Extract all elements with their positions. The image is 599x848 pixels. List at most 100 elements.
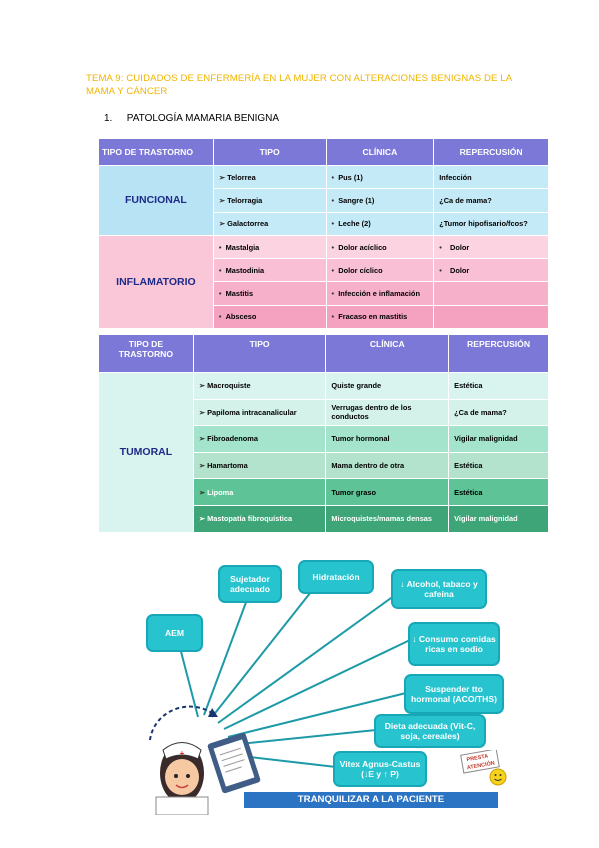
- bullet-icon: •: [218, 289, 226, 299]
- header-repercusion: REPERCUSIÓN: [433, 138, 549, 166]
- header-repercusion: REPERCUSIÓN: [448, 334, 549, 373]
- section-title: PATOLOGÍA MAMARIA BENIGNA: [126, 113, 280, 124]
- header-clinica: CLÍNICA: [325, 138, 435, 166]
- care-recommendations-lines: +: [149, 582, 411, 815]
- table-row: FUNCIONAL ➢ Telorrea • Pus (1) Infección: [98, 164, 549, 236]
- header-tipo: TIPO: [212, 138, 327, 166]
- connector-line: [217, 592, 399, 724]
- bullet-icon: •: [218, 265, 226, 275]
- header-tipo-trastorno: TIPO DE TRASTORNO: [98, 334, 194, 373]
- arrow-icon: ➢: [198, 381, 208, 391]
- cell-repercusion: Estética: [448, 451, 549, 480]
- header-tipo-trastorno: TIPO DE TRASTORNO: [98, 138, 214, 166]
- cell-clinica: Mama dentro de otra: [325, 451, 450, 480]
- document-title: TEMA 9: CUIDADOS DE ENFERMERÍA EN LA MUJ…: [86, 73, 512, 97]
- header-clinica: CLÍNICA: [325, 334, 450, 373]
- cell-tipo: ➢ Papiloma intracanalicular: [192, 398, 327, 427]
- cell-repercusion: Vigilar malignidad: [448, 425, 549, 453]
- bullet-icon: •: [331, 242, 339, 252]
- cell-tipo: ➢ Telorrea: [212, 164, 327, 190]
- bullet-icon: •: [439, 265, 451, 275]
- section-number: 1.: [104, 113, 113, 124]
- cell-repercusion: Infección: [433, 164, 549, 190]
- cell-repercusion: • Dolor: [433, 258, 549, 283]
- cell-tipo: ➢ Fibroadenoma: [192, 425, 327, 453]
- cap-cross-icon: +: [180, 749, 185, 758]
- nurse-uniform: [155, 796, 209, 815]
- hidratacion-box: Hidratación: [298, 560, 374, 594]
- nurse-eye: [186, 774, 190, 778]
- connector-line: [211, 582, 319, 718]
- nurse-smile: [175, 784, 189, 789]
- connector-line: [203, 596, 249, 716]
- bullet-icon: •: [439, 242, 451, 252]
- cell-repercusion: [433, 304, 549, 330]
- aem-box: AEM: [146, 614, 203, 652]
- arrow-icon: ➢: [198, 461, 208, 471]
- cell-clinica: Tumor graso: [325, 478, 450, 506]
- table-row: INFLAMATORIO • Mastalgia • Dolor acíclic…: [98, 234, 549, 330]
- benign-pathology-table-2: TIPO DE TRASTORNO TIPO CLÍNICA REPERCUSI…: [98, 334, 549, 533]
- cell-tipo: • Mastitis: [212, 281, 327, 306]
- cell-clinica: Tumor hormonal: [325, 425, 450, 453]
- cell-tipo: ➢ Galactorrea: [212, 211, 327, 236]
- arrow-icon: ➢: [198, 407, 208, 417]
- smiley-icon: [489, 768, 507, 786]
- cell-clinica: • Sangre (1): [325, 188, 435, 213]
- cell-repercusion: Vigilar malignidad: [448, 504, 549, 533]
- bullet-icon: •: [331, 172, 339, 182]
- arrow-head: [208, 708, 218, 717]
- bullet-icon: •: [331, 219, 339, 229]
- cell-clinica: • Leche (2): [325, 211, 435, 236]
- table-header-row: TIPO DE TRASTORNO TIPO CLÍNICA REPERCUSI…: [98, 334, 549, 373]
- table-row: ➢ Galactorrea • Leche (2) ¿Tumor hipofis…: [98, 211, 549, 236]
- cell-clinica: • Dolor cíclico: [325, 258, 435, 283]
- cell-clinica: • Fracaso en mastitis: [325, 304, 435, 330]
- nurse-face: [165, 759, 199, 795]
- table-header-row: TIPO DE TRASTORNO TIPO CLÍNICA REPERCUSI…: [98, 138, 549, 166]
- bullet-icon: •: [331, 265, 339, 275]
- presta-atencion-sticker: PRESTA ATENCIÓN: [460, 750, 507, 786]
- cell-tipo: ➢ Hamartoma: [192, 451, 327, 480]
- arrow-icon: ➢: [198, 434, 208, 444]
- arrow-icon: ➢: [218, 195, 228, 205]
- arrow-icon: ➢: [218, 219, 228, 229]
- cell-clinica: • Infección e inflamación: [325, 281, 435, 306]
- cell-repercusion: ¿Tumor hipofisario/fcos?: [433, 211, 549, 236]
- bullet-icon: •: [218, 312, 226, 322]
- nurse-cap: [162, 742, 202, 760]
- cell-repercusion: • Dolor: [433, 234, 549, 260]
- cell-repercusion: ¿Ca de mama?: [433, 188, 549, 213]
- cell-clinica: • Dolor acíclico: [325, 234, 435, 260]
- hormonal-box: Suspender tto hormonal (ACO/THS): [404, 674, 504, 714]
- cell-tipo: ➢ Telorragia: [212, 188, 327, 213]
- bullet-icon: •: [331, 195, 339, 205]
- cell-tipo: ➢ Lipoma: [192, 478, 327, 506]
- header-tipo: TIPO: [192, 334, 327, 373]
- connector-line: [229, 729, 377, 746]
- group-funcional: FUNCIONAL: [98, 165, 214, 236]
- arrow-icon: ➢: [218, 172, 228, 182]
- cell-repercusion: Estética: [448, 372, 549, 400]
- refresh-arrow: [149, 705, 213, 741]
- connector-line: [177, 639, 199, 718]
- cell-tipo: ➢ Macroquiste: [192, 372, 327, 400]
- cell-clinica: Microquistes/mamas densas: [325, 504, 450, 533]
- cell-repercusion: ¿Ca de mama?: [448, 398, 549, 427]
- cell-clinica: • Pus (1): [325, 164, 435, 190]
- connector-line: [227, 692, 407, 738]
- reassure-patient-banner: TRANQUILIZAR A LA PACIENTE: [244, 792, 498, 808]
- dieta-box: Dieta adecuada (Vit-C, soja, cereales): [374, 714, 486, 748]
- table-row: TUMORAL ➢ Macroquiste Quiste grande Esté…: [98, 372, 549, 533]
- vitex-box: Vitex Agnus-Castus (↓E y ↑ P): [333, 751, 427, 787]
- cell-repercusion: [433, 281, 549, 306]
- sujetador-box: Sujetador adecuado: [218, 565, 282, 603]
- arrow-icon: ➢: [198, 514, 208, 524]
- nurse-illustration: +: [155, 732, 261, 815]
- cell-repercusion: Estética: [448, 478, 549, 506]
- connector-line: [223, 639, 411, 730]
- sodio-box: ↓ Consumo comidas ricas en sodio: [408, 622, 500, 666]
- cell-tipo: ➢ Mastopatía fibroquística: [192, 504, 327, 533]
- bullet-icon: •: [331, 289, 339, 299]
- benign-pathology-table-1: TIPO DE TRASTORNO TIPO CLÍNICA REPERCUSI…: [98, 138, 549, 330]
